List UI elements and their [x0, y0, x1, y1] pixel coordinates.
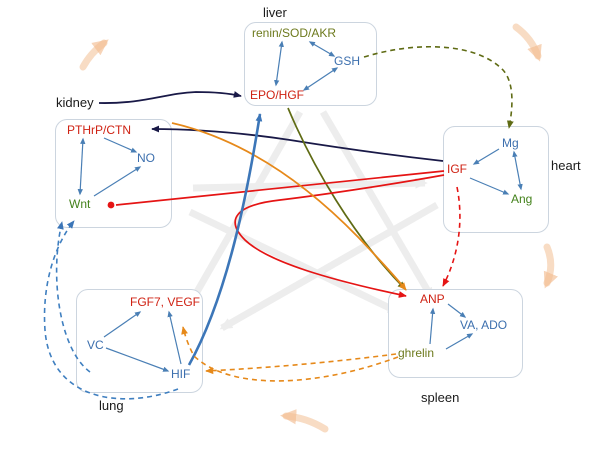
node-hif: HIF [171, 367, 191, 381]
node-mg: Mg [502, 136, 519, 150]
node-wnt: Wnt [69, 197, 91, 211]
node-fgf7-vegf: FGF7, VEGF [130, 295, 201, 309]
star-arrow-liver-spleen [319, 110, 436, 301]
decor-arrow-top-right [512, 23, 542, 62]
node-epo-hgf: EPO/HGF [250, 88, 305, 102]
node-anp: ANP [420, 292, 445, 306]
edge-igf-to-anp-solid [234, 174, 445, 298]
edge-igf-to-pthrp [151, 125, 444, 162]
node-igf: IGF [447, 162, 467, 176]
star-arrow-kidney-heart [192, 177, 428, 192]
edge-pthrp-to-anp [171, 122, 407, 291]
node-va-ado: VA, ADO [460, 318, 508, 332]
edge-epo-to-anp [287, 107, 406, 290]
edge-gsh-to-mg-dashed [363, 45, 514, 129]
node-gsh: GSH [334, 54, 361, 68]
node-ang: Ang [511, 192, 533, 206]
label-lung: lung [99, 398, 124, 413]
node-vc: VC [87, 338, 104, 352]
edge-ghrelin-to-hif-dashed [205, 353, 397, 375]
label-heart: heart [551, 158, 581, 173]
node-no: NO [137, 151, 155, 165]
label-kidney: kidney [56, 95, 94, 110]
edge-ghrelin-to-fgf7-dashed [181, 326, 399, 382]
spleen-box [388, 289, 523, 378]
label-liver: liver [263, 5, 287, 20]
heart-box [443, 126, 549, 233]
decor-arrow-right [543, 243, 558, 289]
node-renin-sod-akr: renin/SOD/AKR [252, 26, 337, 40]
star-arrow-kidney-spleen [188, 208, 401, 316]
node-pthrp-ctn: PTHrP/CTN [67, 123, 131, 137]
star-arrow-liver-lung [178, 110, 304, 321]
edge-kidney-to-epo-hgf [98, 91, 242, 104]
label-spleen: spleen [421, 390, 460, 405]
decor-arrow-top-left [79, 39, 109, 71]
node-ghrelin: ghrelin [398, 346, 435, 360]
decor-arrow-bottom [280, 409, 329, 433]
